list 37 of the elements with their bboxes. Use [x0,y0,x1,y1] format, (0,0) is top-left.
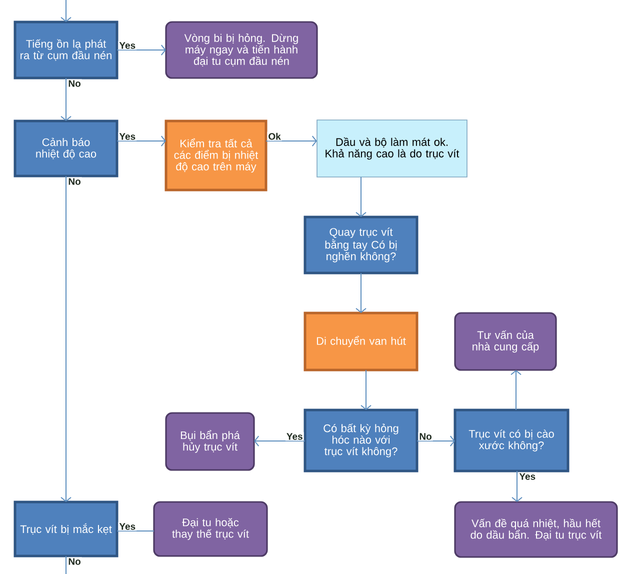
edge-label: Ok [267,132,282,141]
action-box: Kiểm tra tất cả các điểm bị nhiệt độ cao trên máy [164,120,268,192]
edge-label: Yes [518,472,537,481]
arrow [416,436,455,446]
action-box: Di chuyển van hút [304,312,418,372]
outcome-box: Tư vấn của nhà cung cấp [454,312,557,371]
process-box: Có bất kỳ hỏng hóc nào với trục vít không? [304,408,418,472]
arrow [116,136,166,146]
edge-label: Yes [118,132,137,141]
arrow [266,136,317,146]
process-box: Cảnh báo nhiệt độ cao [14,120,118,178]
arrow [60,0,72,22]
note-box: Dầu và bộ làm mát ok. Khả năng cao là do trục vít [316,120,468,178]
outcome-box: Bụi bẩn phá hủy trục vít [165,412,255,471]
outcome-box: Vấn đề quá nhiệt, hầu hết do dầu bẩn. Đại tu trục vít [454,501,618,558]
process-box: Quay trục vít bằng tay Có bị nghẽn không? [304,216,418,274]
arrow [512,470,522,502]
process-box: Trục vít bị mắc kẹt [14,500,118,558]
edge-label: No [418,432,433,441]
edge-label: No [67,557,82,566]
process-box: Tiếng ồn lạ phát ra từ cụm đầu nén [14,20,118,80]
edge-label: Yes [118,522,137,531]
outcome-box: Vòng bi bị hỏng. Dừng máy ngay và tiến hành đại tu cụm đầu nén [165,21,318,79]
outcome-box: Đại tu hoặc thay thế trục vít [153,501,268,557]
edge-label: Yes [118,41,137,50]
arrow [60,176,72,502]
edge-label: Yes [285,432,304,441]
arrow [510,370,522,410]
process-box: Trục vít có bị cào xước không? [454,408,570,472]
edge-label: No [67,177,82,186]
edge-label: No [67,79,82,88]
arrow [60,78,72,121]
arrow [356,176,366,217]
arrow [116,44,166,56]
arrow [254,436,306,446]
arrow [360,370,372,410]
arrow [356,272,366,313]
